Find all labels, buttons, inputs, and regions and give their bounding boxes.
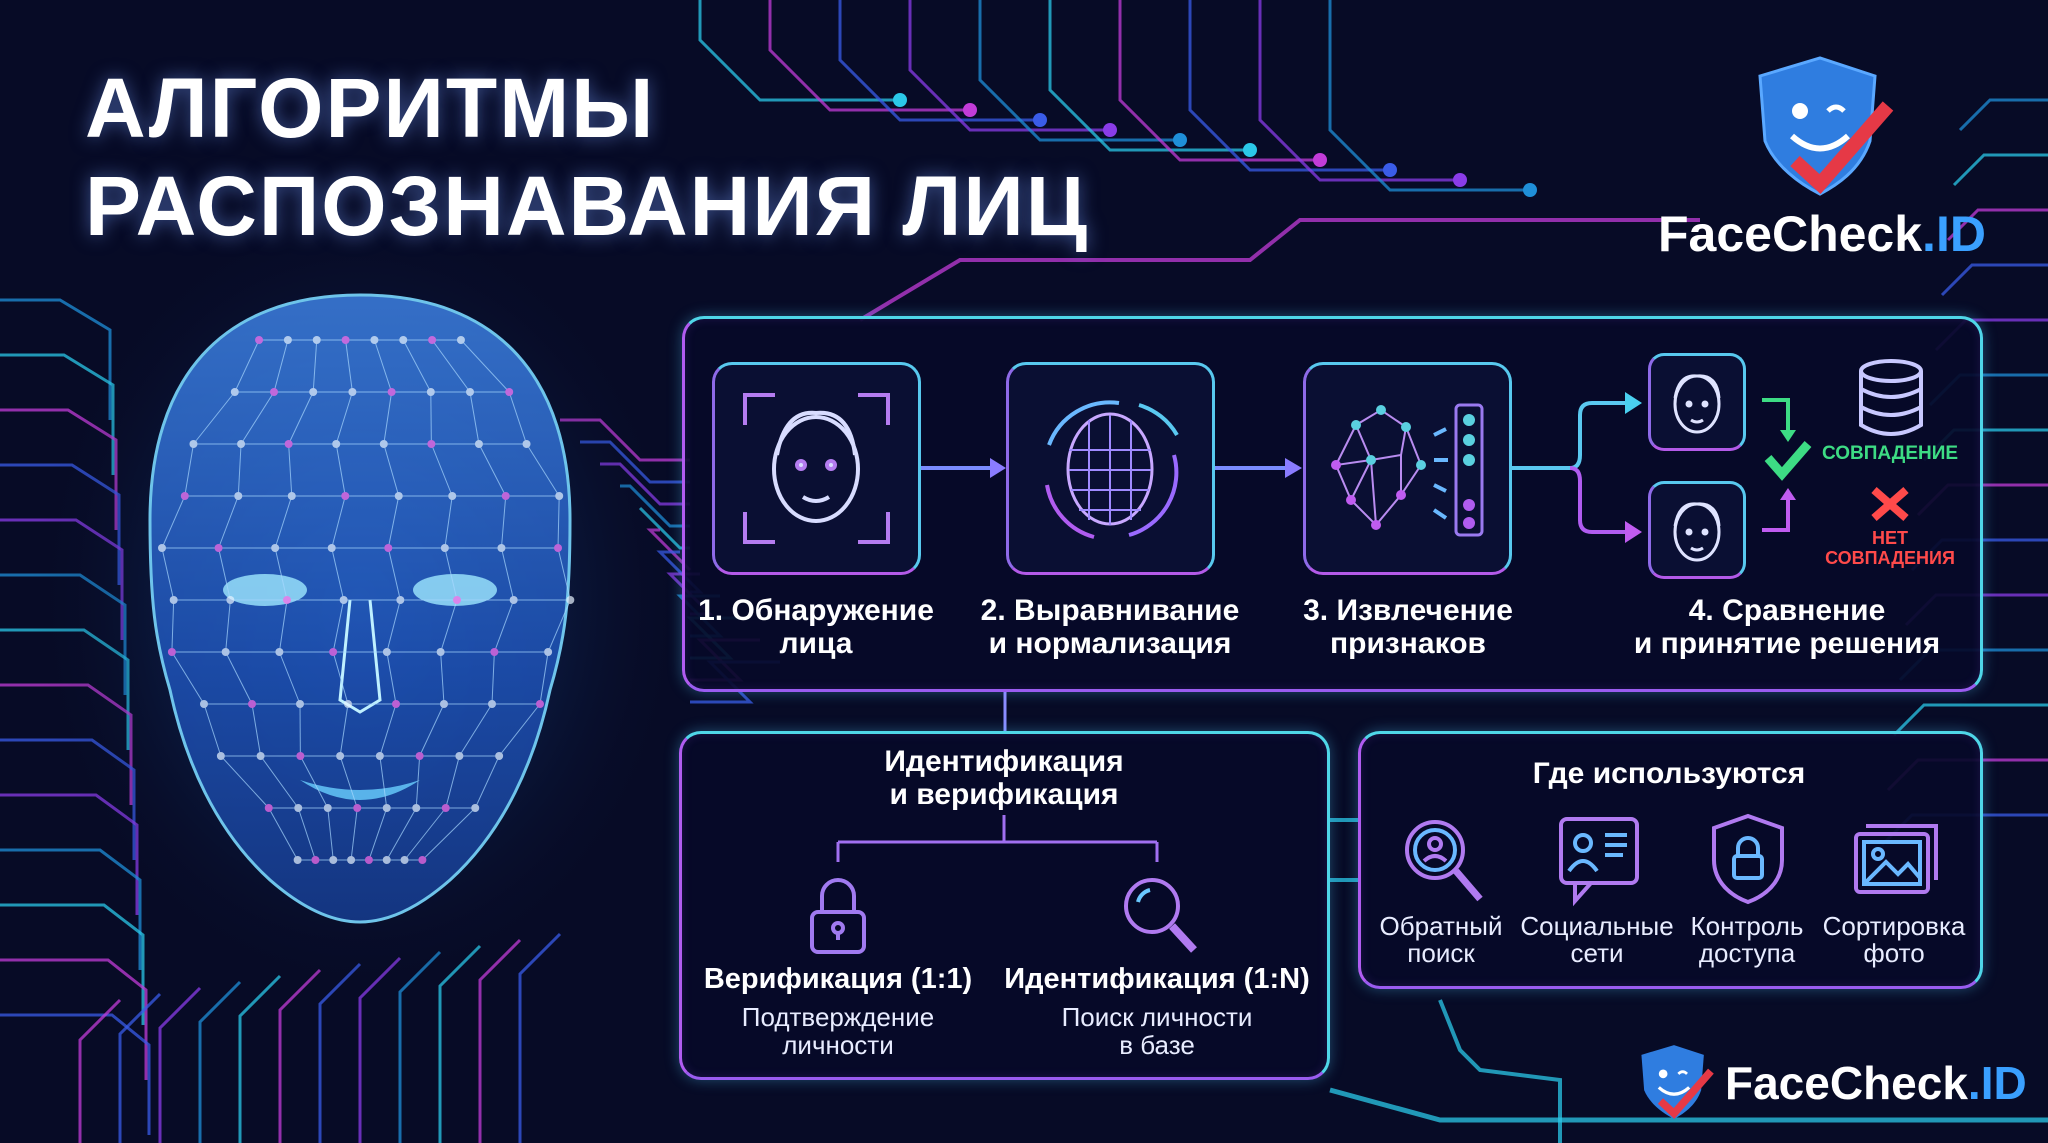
match-label: СОВПАДЕНИЕ [1821, 443, 1959, 464]
match-check-icon [1764, 441, 1812, 481]
identification-item-title: Идентификация (1:N) [1004, 963, 1310, 995]
shield-lock-icon [1712, 813, 1784, 905]
face-alignment-icon [1045, 400, 1179, 539]
database-icon [1859, 359, 1923, 436]
face-icon [1673, 502, 1721, 562]
usage-title: Где используются [1532, 757, 1806, 790]
identification-panel [679, 731, 1330, 1080]
social-profile-icon [1559, 817, 1639, 907]
step-3-card [1303, 362, 1512, 575]
pipeline-arrows [921, 392, 1909, 543]
compare-face-top [1648, 353, 1746, 451]
brand-logo-text: FaceCheck.ID [1658, 206, 1986, 262]
lock-icon [810, 878, 866, 954]
reverse-search-icon [1405, 820, 1483, 902]
verification-title: Верификация (1:1) [703, 963, 973, 995]
panel-connector [1003, 692, 1007, 732]
step-2-card [1006, 362, 1215, 575]
photo-gallery-icon [1854, 824, 1938, 894]
brand-logo-shield-icon [1750, 56, 1894, 201]
footer-logo-text: FaceCheck.ID [1725, 1057, 2027, 1109]
face-compare-icon [1673, 374, 1721, 434]
step-1-card [712, 362, 921, 575]
page-title-line1: АЛГОРИТМЫ [85, 61, 656, 155]
page-title-line2: РАСПОЗНАВАНИЯ ЛИЦ [85, 159, 1090, 253]
compare-face-bottom [1648, 481, 1746, 579]
feature-extraction-icon [1331, 403, 1484, 537]
magnifier-icon [1124, 878, 1197, 953]
face-mesh-illustration [148, 293, 575, 924]
face-detection-icon [743, 393, 890, 544]
footer-logo-shield-icon [1636, 1043, 1714, 1126]
no-match-x-icon [1871, 486, 1909, 522]
